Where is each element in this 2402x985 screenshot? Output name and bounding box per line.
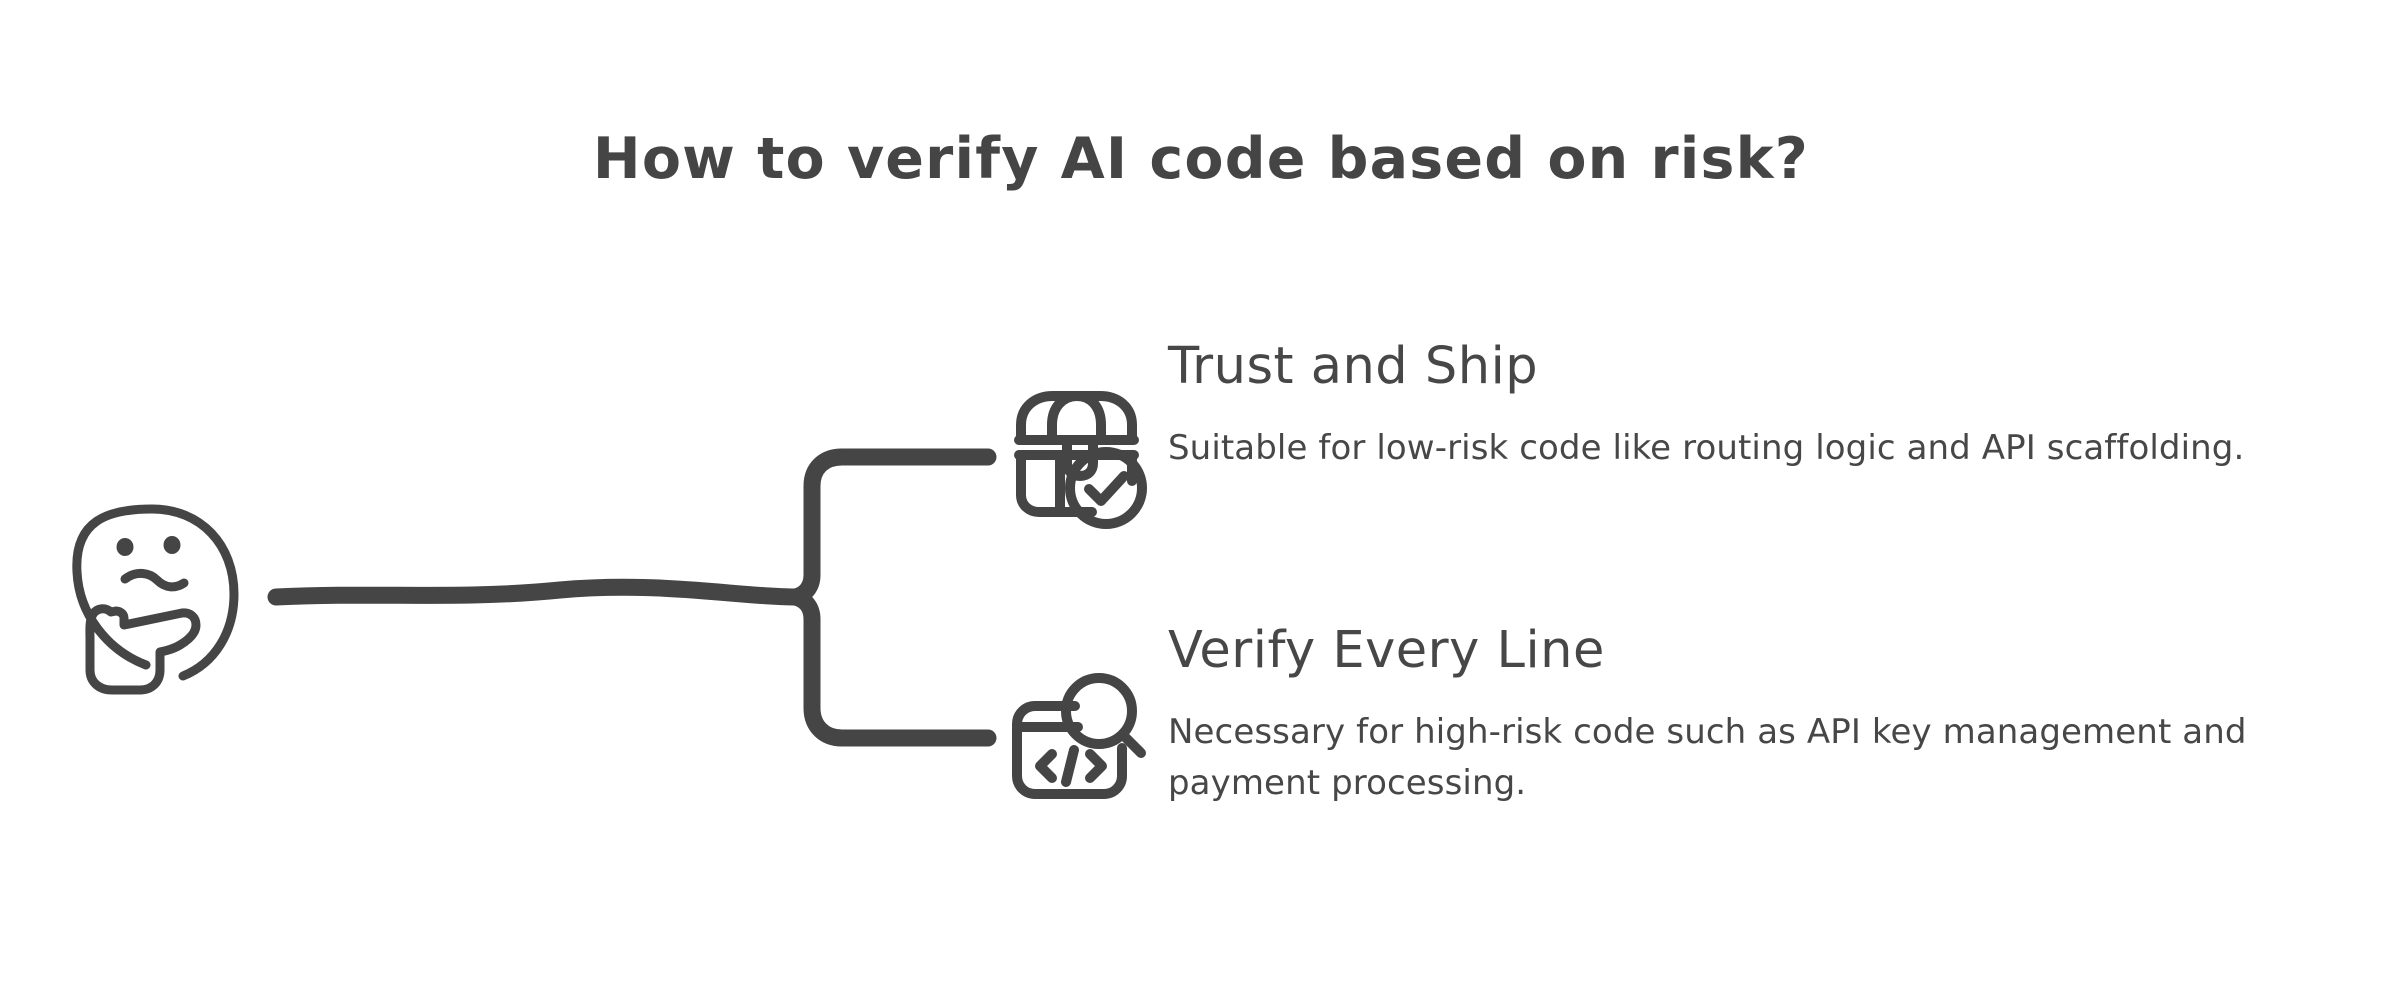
code-window-magnifier-icon <box>1012 673 1146 799</box>
branch-body-trust-and-ship: Suitable for low-risk code like routing … <box>1168 427 2245 468</box>
treasure-chest-check-icon <box>1014 391 1147 529</box>
branch-trust-and-ship[interactable]: Trust and Ship Suitable for low-risk cod… <box>1168 340 2348 474</box>
thinking-face-icon <box>72 504 239 695</box>
branch-heading-verify-every-line: Verify Every Line <box>1168 621 1605 680</box>
curly-brace-branch-connector <box>267 448 997 747</box>
branch-verify-every-line[interactable]: Verify Every Line Necessary for high-ris… <box>1168 624 2348 810</box>
branch-body-verify-every-line: Necessary for high-risk code such as API… <box>1168 711 2247 804</box>
branch-heading-trust-and-ship: Trust and Ship <box>1168 337 1539 396</box>
page-title: How to verify AI code based on risk? <box>592 126 1810 192</box>
